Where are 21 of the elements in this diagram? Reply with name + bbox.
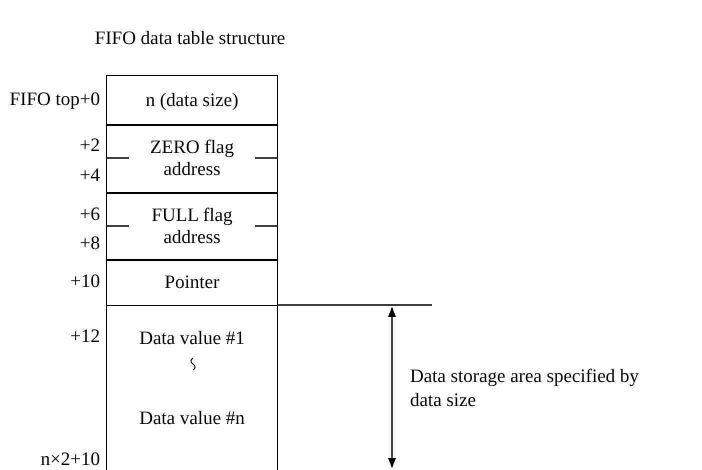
offset-label: +6 [78,205,100,225]
offset-label: +10 [69,272,100,292]
cell-text: ZERO flag address [149,137,235,181]
cell-text: Pointer [164,272,220,294]
offset-label: +12 [69,327,100,347]
cell-text: n (data size) [146,90,238,112]
offset-label: FIFO top+0 [8,90,100,110]
table-cell [106,305,278,470]
table-cell [106,124,278,194]
cell-text: FULL flag address [150,204,234,248]
offset-label: +8 [78,234,100,254]
annotation-text: Data storage area specified by data size [410,365,640,413]
offset-label: n×2+10 [40,450,100,470]
table-cell [106,192,278,261]
cell-text: Data value #n [139,408,245,430]
table-cell [106,75,278,126]
title: FIFO data table structure [94,28,286,50]
offset-label: +2 [78,136,100,156]
cell-text: Data value #1 [139,328,245,350]
table-cell [106,259,278,306]
offset-label: +4 [78,166,100,186]
